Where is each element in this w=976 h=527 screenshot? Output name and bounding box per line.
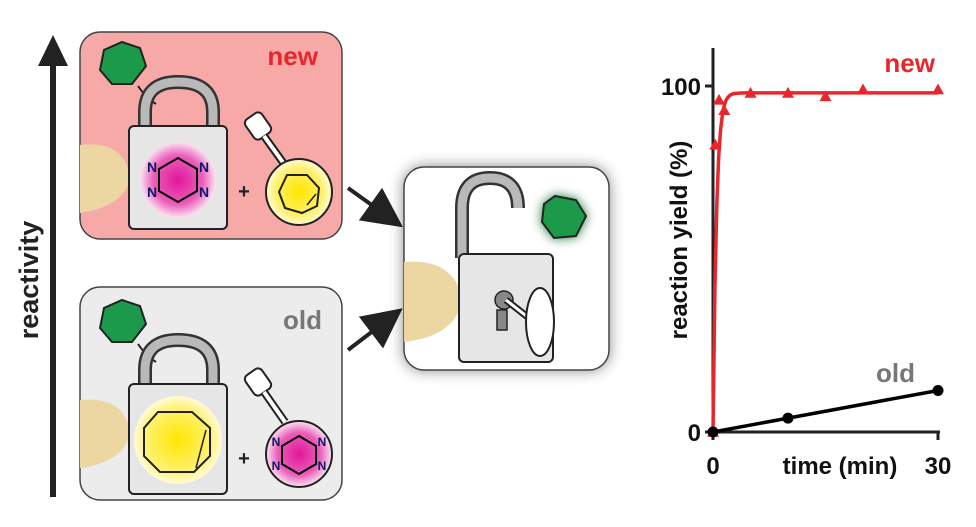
data-point-old	[932, 384, 944, 396]
panel-old: old + N N N N	[79, 286, 343, 501]
x-tick-label: 0	[706, 453, 719, 480]
green-tag-hexagon	[98, 40, 148, 85]
plus-sign: +	[238, 448, 250, 470]
key-icon: N N N N	[243, 367, 333, 488]
atom-n: N	[199, 184, 209, 200]
panel-new: new N N N N +	[79, 31, 343, 240]
surface-blob	[404, 261, 462, 342]
tetrazine-ring	[281, 434, 317, 476]
tetrazine-icon	[140, 142, 216, 218]
atom-n: N	[147, 184, 157, 200]
atom-n: N	[272, 435, 281, 449]
reactivity-arrowhead	[38, 35, 68, 66]
atom-n: N	[272, 459, 281, 473]
data-point-old	[782, 412, 794, 424]
y-axis-label: reaction yield (%)	[666, 141, 693, 340]
key-icon	[243, 111, 333, 226]
series-label-old: old	[876, 358, 915, 388]
atom-n: N	[318, 435, 327, 449]
surface-blob	[80, 144, 130, 213]
data-point-new	[857, 83, 869, 95]
panel-old-label: old	[283, 305, 322, 335]
panel-new-label: new	[267, 41, 318, 71]
panel-unlocked	[403, 166, 610, 371]
data-point-new	[819, 90, 832, 102]
atom-n: N	[318, 459, 327, 473]
y-tick-label: 0	[688, 420, 701, 447]
arrow-new-to-unlocked	[346, 186, 404, 228]
data-point-new	[744, 86, 757, 98]
plus-sign: +	[238, 181, 250, 203]
series-label-new: new	[884, 48, 935, 78]
released-green-tag	[540, 194, 588, 240]
data-point-old	[707, 426, 719, 438]
y-tick-label: 100	[661, 74, 701, 101]
green-tag-hexagon	[98, 298, 148, 343]
x-axis-label: time (min)	[783, 453, 898, 480]
data-point-new	[718, 104, 731, 116]
surface-blob	[80, 399, 130, 468]
data-point-new	[709, 138, 722, 150]
data-point-new	[713, 93, 725, 105]
key-bow	[525, 287, 555, 357]
series-line-old	[712, 388, 939, 434]
atom-n: N	[199, 159, 209, 175]
arrow-old-to-unlocked	[346, 308, 403, 352]
reaction-yield-chart: reaction yield (%) time (min) 0 100 0 30 ne…	[661, 48, 951, 480]
x-tick-label: 30	[925, 453, 952, 480]
cyclooctene-ring	[277, 174, 321, 215]
data-point-new	[782, 86, 794, 98]
data-point-new	[932, 83, 944, 95]
reactivity-label: reactivity	[14, 221, 44, 340]
atom-n: N	[147, 159, 157, 175]
cyclooctene-icon	[134, 396, 222, 484]
reactivity-axis: reactivity	[14, 35, 68, 497]
